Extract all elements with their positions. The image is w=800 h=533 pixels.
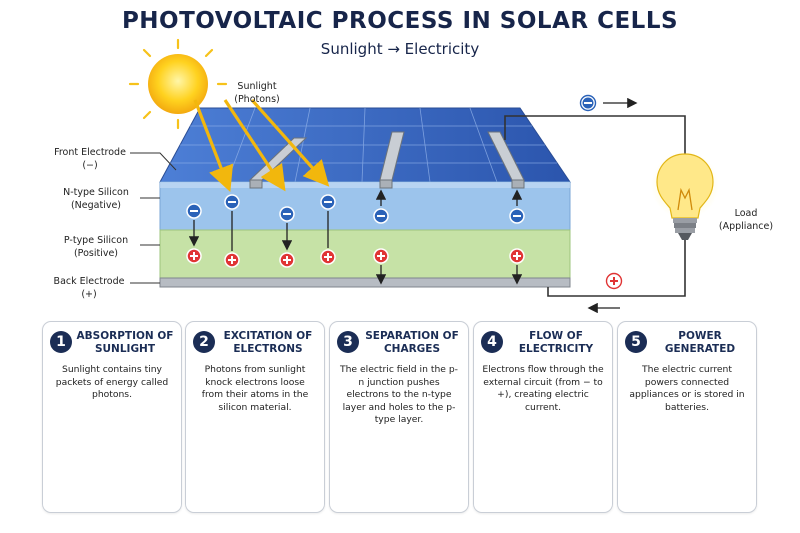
electron-icon bbox=[320, 194, 336, 210]
electron-icon bbox=[373, 208, 389, 224]
step-title: SEPARATION OF CHARGES bbox=[365, 330, 459, 355]
step-title: FLOW OF ELECTRICITY bbox=[518, 330, 594, 355]
solar-cell-layers bbox=[159, 107, 571, 288]
step-description: Electrons flow through the external circ… bbox=[482, 364, 604, 413]
front-electrode-sign: (−) bbox=[82, 160, 98, 171]
p-type-layer bbox=[159, 229, 571, 279]
hole-icon bbox=[320, 249, 336, 265]
appliance-text: (Appliance) bbox=[718, 221, 774, 232]
step-number-badge: 4 bbox=[481, 331, 503, 353]
electron-icon bbox=[509, 208, 525, 224]
hole-icon bbox=[224, 252, 240, 268]
p-type-label: P-type Silicon (Positive) bbox=[52, 234, 140, 260]
electron-icon bbox=[279, 206, 295, 222]
load-label: Load (Appliance) bbox=[708, 207, 784, 233]
step-description: The electric field in the p-n junction p… bbox=[339, 364, 458, 425]
step-title: POWER GENERATED bbox=[664, 330, 736, 355]
sunlight-label: Sunlight (Photons) bbox=[222, 80, 292, 106]
n-type-layer bbox=[159, 181, 571, 231]
charges bbox=[186, 189, 525, 285]
step-title: EXCITATION OF ELECTRONS bbox=[223, 330, 313, 355]
n-type-text: N-type Silicon bbox=[63, 187, 129, 198]
front-electrode-label: Front Electrode (−) bbox=[48, 146, 132, 172]
electron-icon bbox=[186, 203, 202, 219]
step-card-3: 3 SEPARATION OF CHARGES The electric fie… bbox=[329, 321, 469, 513]
back-electrode-label: Back Electrode (+) bbox=[46, 275, 132, 301]
sunlight-text: Sunlight bbox=[237, 81, 277, 92]
step-number-badge: 3 bbox=[337, 331, 359, 353]
photon-arrows bbox=[193, 98, 330, 192]
back-electrode-text: Back Electrode bbox=[53, 276, 125, 287]
back-electrode-sign: (+) bbox=[81, 289, 97, 300]
step-card-4: 4 FLOW OF ELECTRICITY Electrons flow thr… bbox=[473, 321, 613, 513]
step-card-5: 5 POWER GENERATED The electric current p… bbox=[617, 321, 757, 513]
step-number-badge: 1 bbox=[50, 331, 72, 353]
step-card-2: 2 EXCITATION OF ELECTRONS Photons from s… bbox=[185, 321, 325, 513]
step-title: ABSORPTION OF SUNLIGHT bbox=[76, 330, 174, 355]
p-type-text: P-type Silicon bbox=[63, 235, 129, 246]
step-description: Sunlight contains tiny packets of energy… bbox=[55, 364, 169, 400]
load-text: Load bbox=[734, 208, 758, 219]
hole-icon bbox=[279, 252, 295, 268]
step-description: Photons from sunlight knock electrons lo… bbox=[201, 364, 309, 413]
back-electrode-layer bbox=[159, 277, 571, 288]
hole-icon bbox=[186, 248, 202, 264]
front-electrode-text: Front Electrode bbox=[54, 147, 126, 158]
n-type-sign: (Negative) bbox=[70, 200, 122, 211]
electron-icon bbox=[579, 94, 597, 112]
light-bulb-icon bbox=[651, 151, 719, 240]
step-number-badge: 5 bbox=[625, 331, 647, 353]
hole-icon bbox=[605, 272, 623, 290]
page-subtitle: Sunlight → Electricity bbox=[320, 40, 480, 58]
sun-icon bbox=[128, 38, 228, 130]
step-card-1: 1 ABSORPTION OF SUNLIGHT Sunlight contai… bbox=[42, 321, 182, 513]
step-description: The electric current powers connected ap… bbox=[629, 364, 745, 413]
page-title: PHOTOVOLTAIC PROCESS IN SOLAR CELLS bbox=[121, 8, 679, 34]
p-type-sign: (Positive) bbox=[73, 248, 119, 259]
step-number-badge: 2 bbox=[193, 331, 215, 353]
external-circuit bbox=[504, 94, 686, 314]
hole-icon bbox=[373, 248, 389, 264]
hole-icon bbox=[509, 248, 525, 264]
electron-icon bbox=[224, 194, 240, 210]
photons-text: (Photons) bbox=[234, 94, 280, 105]
n-type-label: N-type Silicon (Negative) bbox=[52, 186, 140, 212]
